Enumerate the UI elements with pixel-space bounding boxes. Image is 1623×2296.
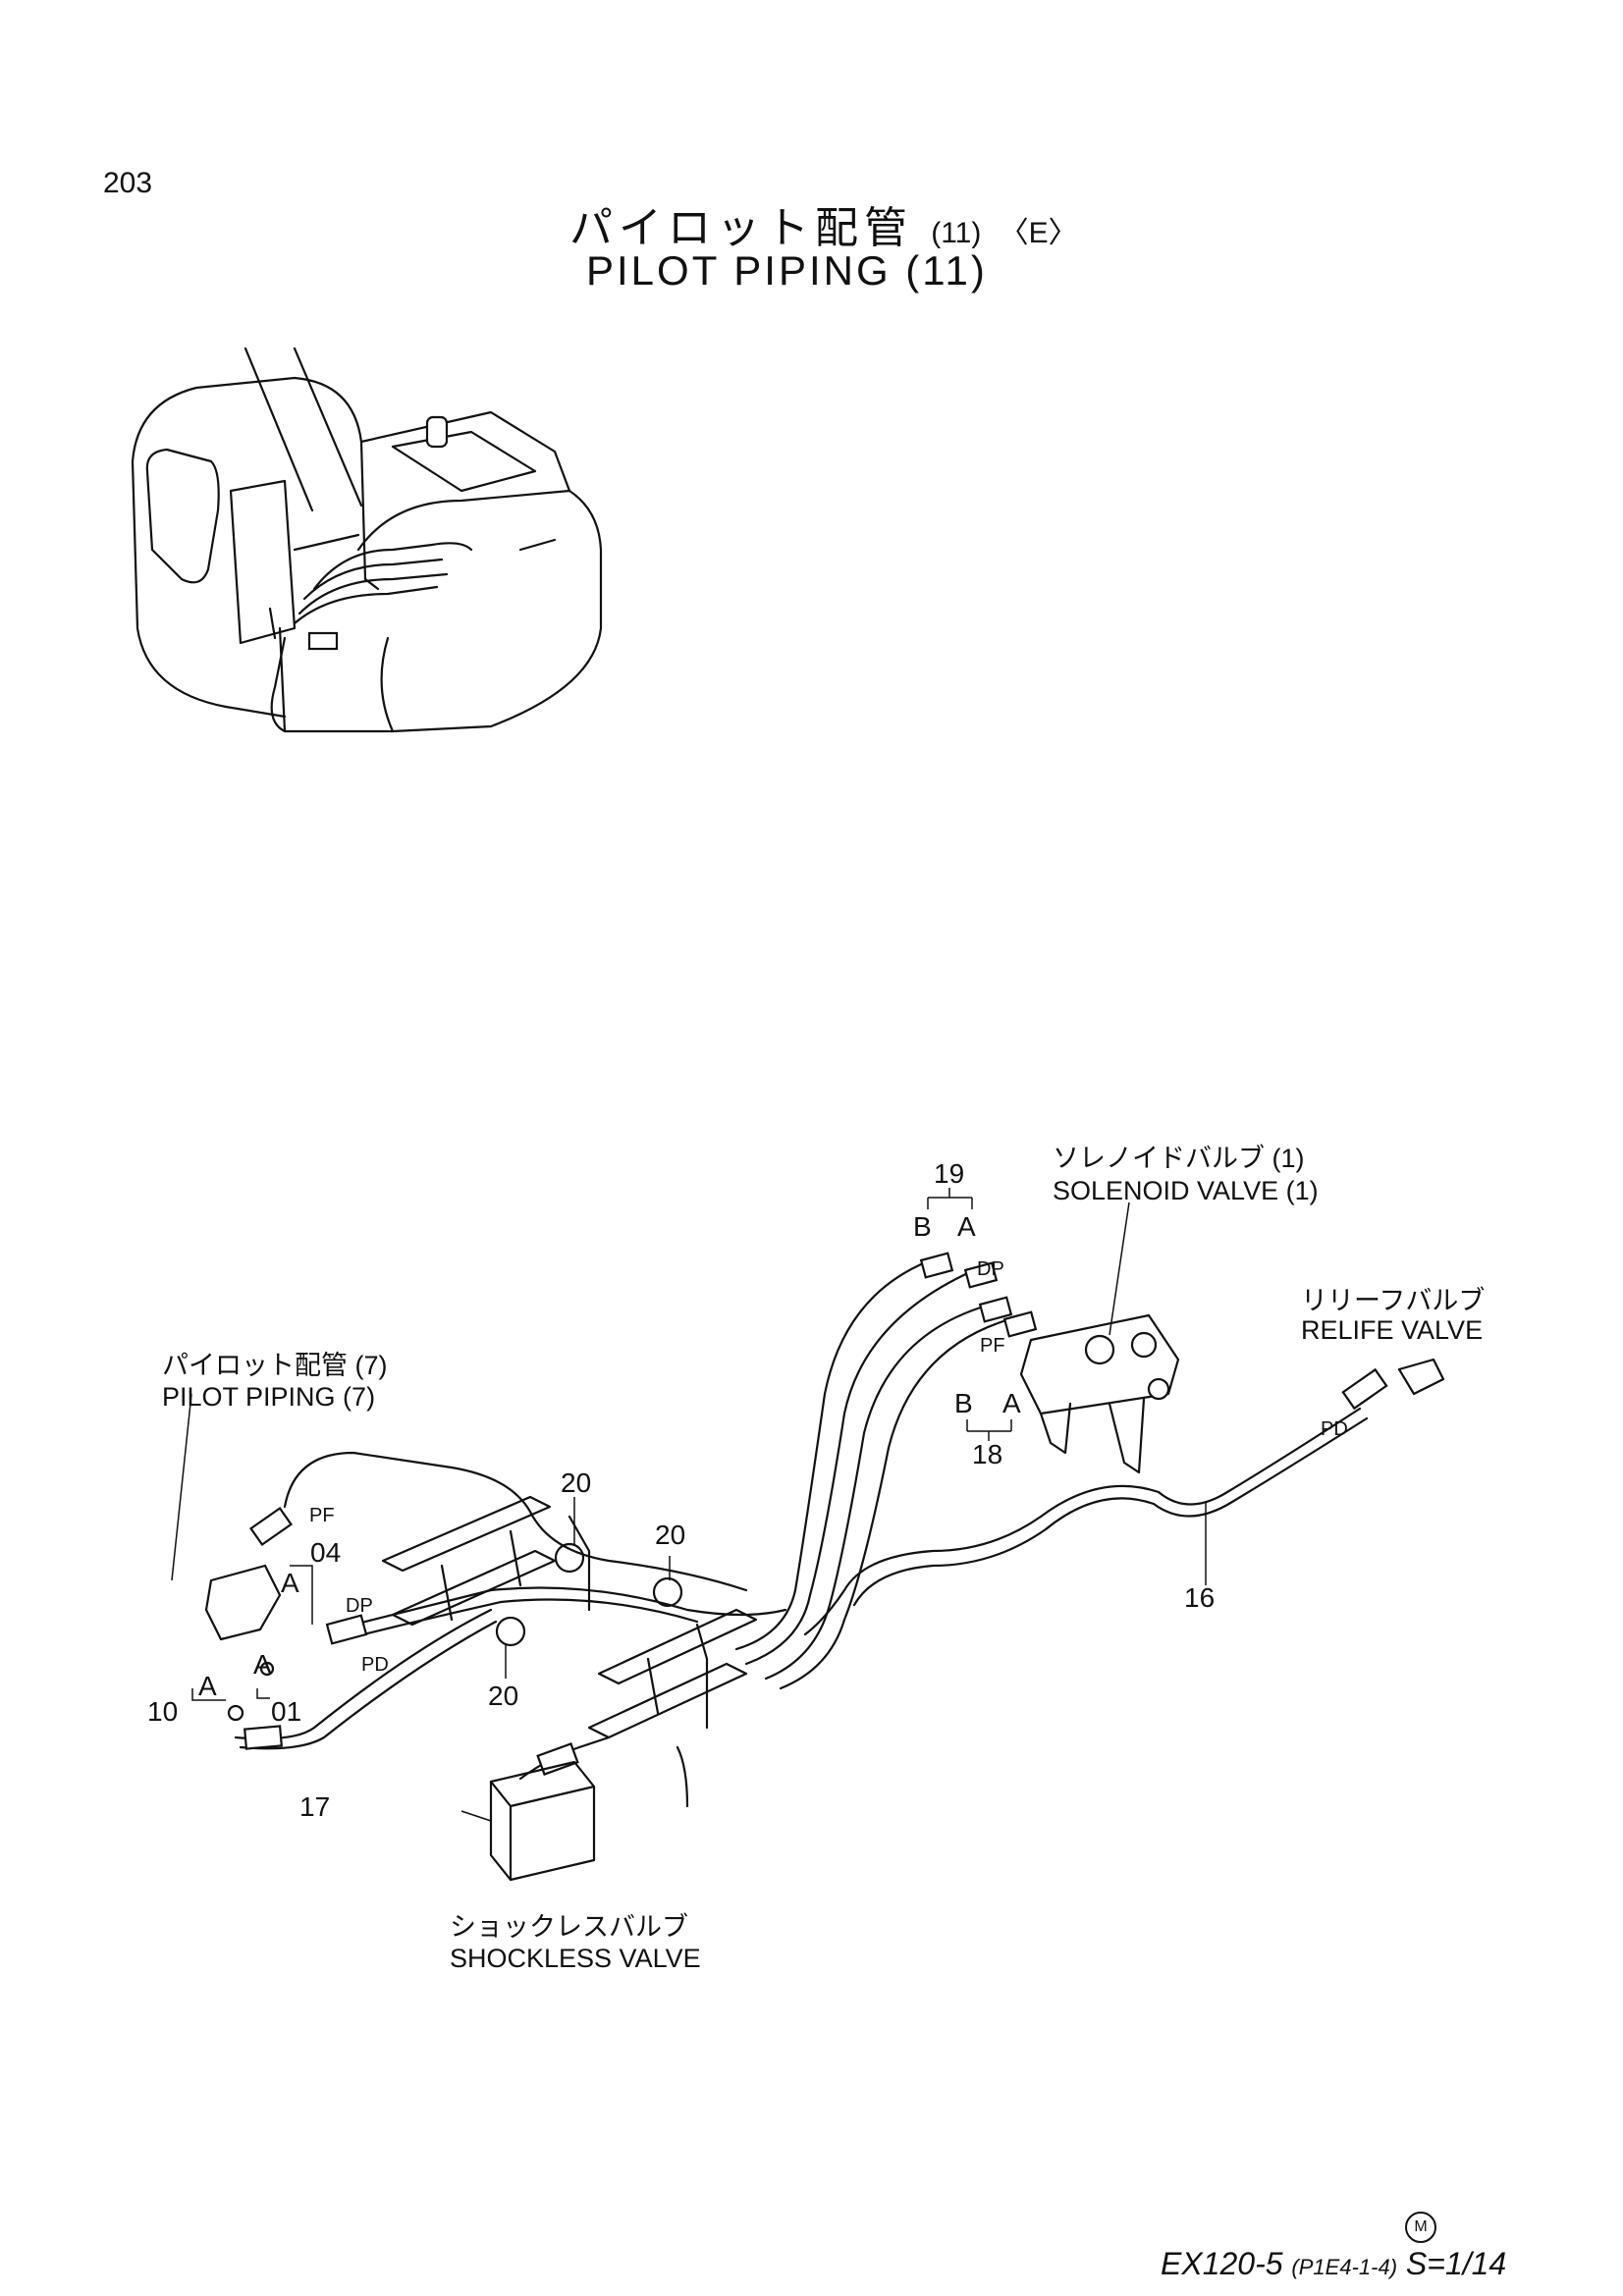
piping-diagram [171,1188,1445,1882]
callout-01: 01 [271,1696,302,1727]
excavator-overview-illustration [131,347,603,733]
port-pf-pilot: PF [309,1505,335,1526]
callout-20-c: 20 [488,1681,519,1711]
footer-code: (P1E4-1-4) [1291,2255,1398,2279]
solenoid-valve-jp: ソレノイドバルブ (1) [1053,1144,1305,1173]
pilot-piping-7-en: PILOT PIPING (7) [162,1382,376,1412]
title-japanese-suffix: (11) [931,217,982,249]
callout-17: 17 [299,1791,331,1822]
port-pd-relief: PD [1321,1418,1348,1440]
pilot-piping-7-jp: パイロット配管 (7) [162,1351,388,1380]
footer-model-name: EX120-5 [1161,2246,1283,2281]
port-a-bottom: A [1002,1388,1021,1418]
relief-valve-jp: リリーフバルブ [1301,1286,1486,1315]
footer-sheet: S=1/14 [1405,2246,1507,2281]
port-b-bottom: B [954,1388,973,1418]
port-dp-valve: DP [977,1258,1004,1280]
port-a-04: A [281,1568,299,1598]
solenoid-valve-en: SOLENOID VALVE (1) [1053,1176,1319,1205]
footer-model: EX120-5 (P1E4-1-4) S=1/14 [1161,2246,1506,2282]
relief-valve-en: RELIFE VALVE [1301,1315,1484,1345]
title-english: PILOT PIPING (11) [586,247,988,294]
title-variant: 〈E〉 [999,217,1078,249]
callout-04: 04 [310,1537,342,1568]
callout-19: 19 [934,1158,965,1189]
callout-20-b: 20 [655,1520,686,1550]
port-a-top: A [957,1211,976,1242]
callout-18: 18 [972,1439,1003,1469]
callout-16: 16 [1184,1582,1216,1613]
port-pd-pilot: PD [361,1654,389,1676]
callout-10: 10 [147,1696,179,1727]
shockless-valve-en: SHOCKLESS VALVE [450,1944,701,1973]
port-b-top: B [913,1211,932,1242]
title-japanese-text: パイロット配管 [569,204,913,252]
footer-mark: M [1405,2212,1436,2243]
title-japanese: パイロット配管 (11) 〈E〉 [569,192,1078,255]
shockless-valve-jp: ショックレスバルブ [450,1912,688,1942]
callout-20-a: 20 [561,1468,592,1498]
port-dp-pilot: DP [346,1595,373,1617]
port-a-01: A [253,1649,272,1680]
port-a-10: A [198,1671,217,1701]
page-number: 203 [103,167,153,199]
port-pf-valve: PF [980,1335,1005,1357]
